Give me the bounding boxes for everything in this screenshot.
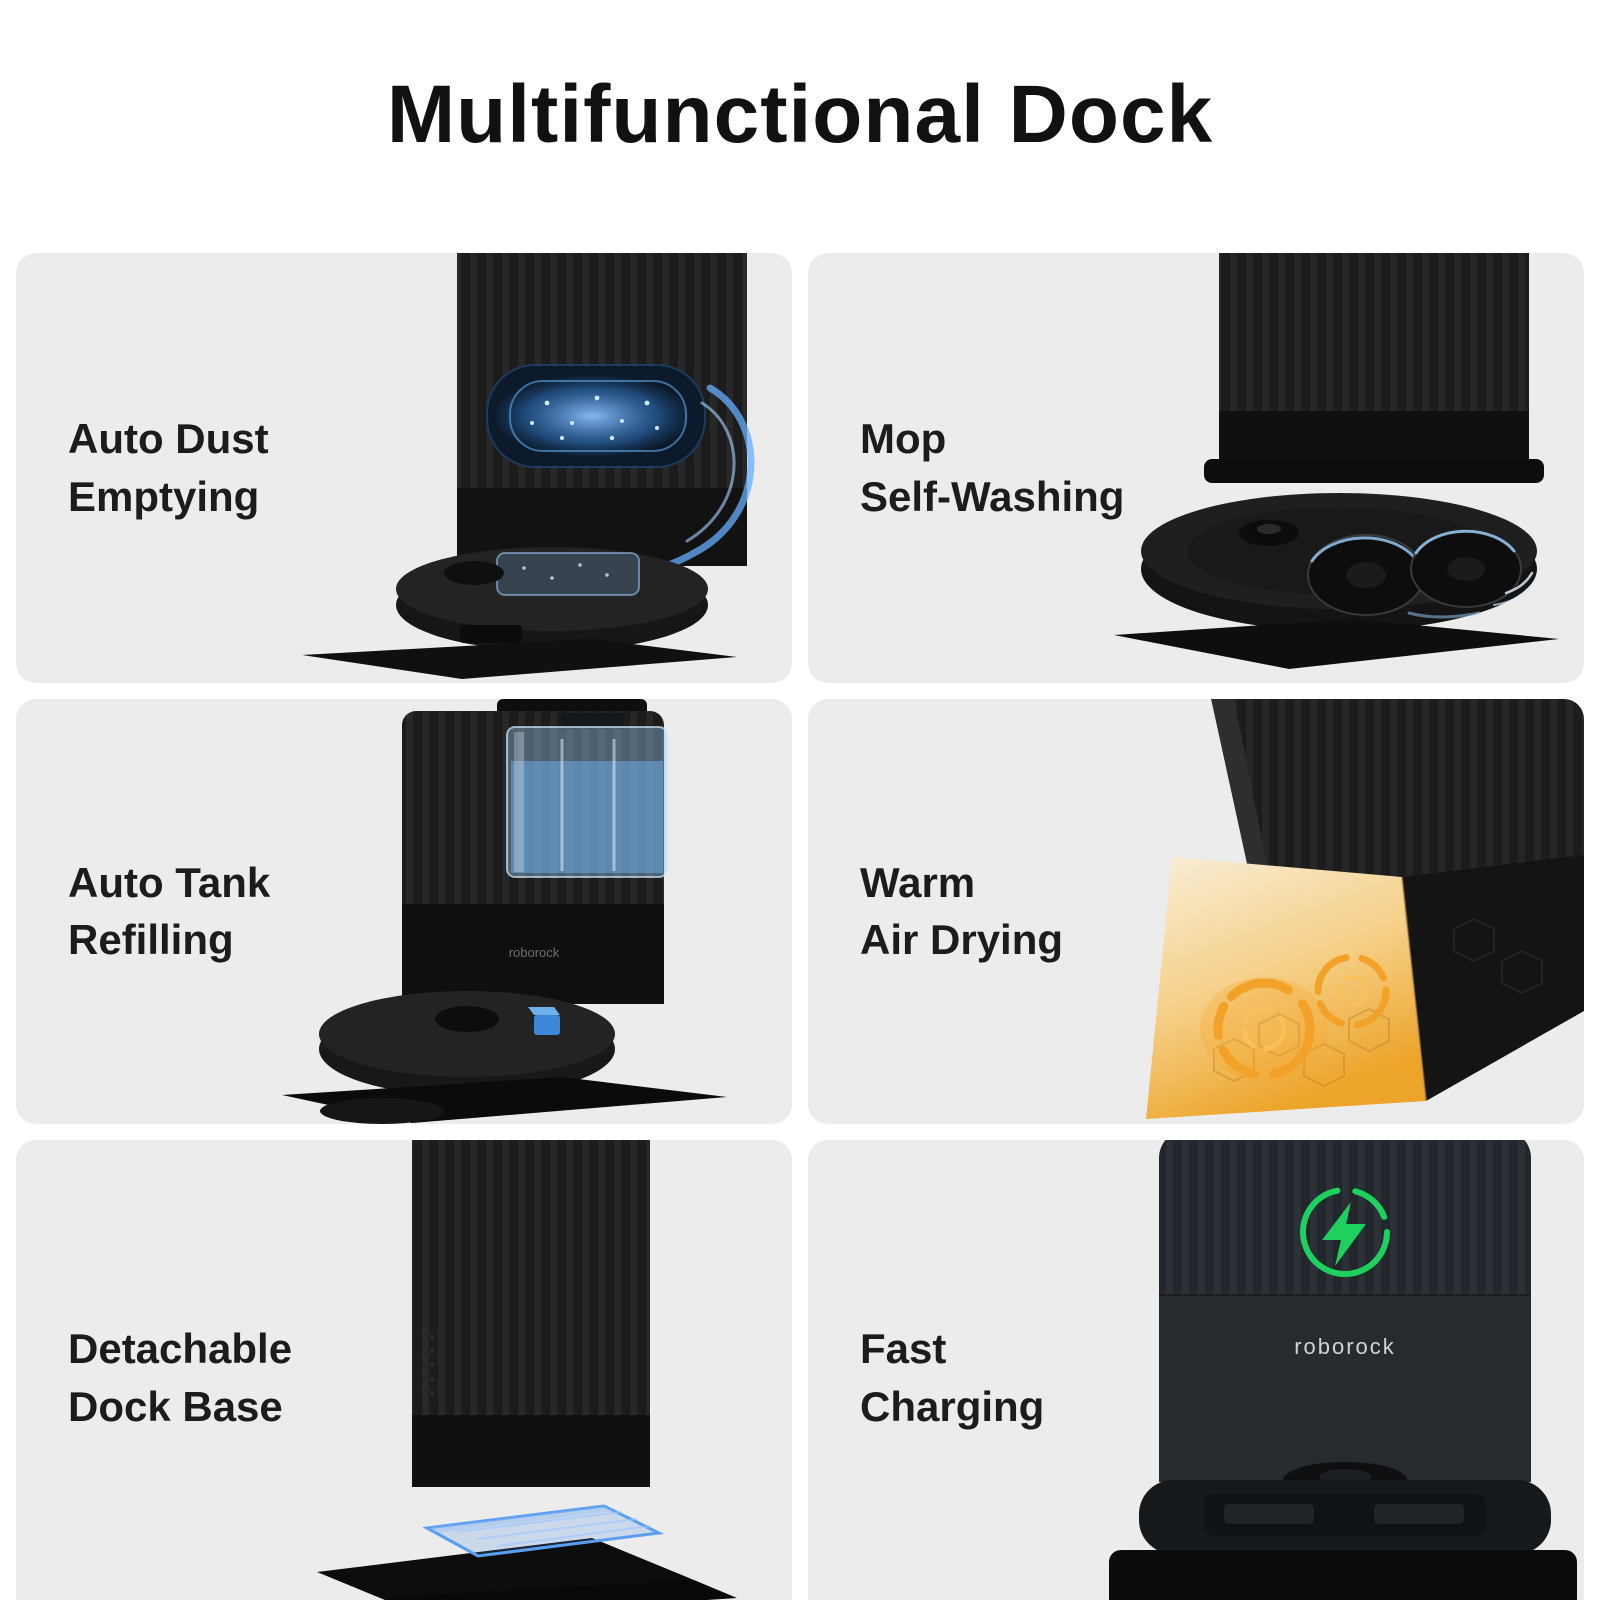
feature-label: Warm Air Drying — [860, 858, 1064, 964]
fast-charging-graphic: roborock — [1109, 1140, 1577, 1600]
mop-pad-slot — [320, 1098, 444, 1124]
dock-ramp — [317, 1538, 694, 1600]
charging-icon — [1300, 1187, 1390, 1277]
feature-grid: Auto Dust Emptying — [16, 253, 1584, 1600]
mop-pad-right — [1410, 529, 1535, 608]
page-title: Multifunctional Dock — [386, 69, 1214, 160]
feature-label: Auto Tank Refilling — [68, 858, 271, 964]
dust-airflow-graphic — [302, 253, 755, 679]
mop-pad-left — [1307, 534, 1425, 616]
brand-logo-text: roborock — [509, 945, 560, 960]
lidar-turret — [435, 1006, 499, 1032]
dock-baseplate — [1109, 1550, 1577, 1600]
robot-dustbin — [496, 552, 640, 596]
water-tank-graphic: roborock — [282, 699, 727, 1124]
feature-panel-warm-air-drying: Warm Air Drying — [808, 699, 1584, 1124]
feature-panel-fast-charging: Fast Charging roborock — [808, 1140, 1584, 1600]
brand-logo-text: roborock — [1294, 1334, 1396, 1359]
detachable-base-tray — [422, 1504, 665, 1558]
feature-panel-mop-self-washing: Mop Self-Washing — [808, 253, 1584, 683]
warm-air-graphic — [1146, 699, 1584, 1119]
feature-panel-auto-tank-refilling: Auto Tank Refilling — [16, 699, 792, 1124]
feature-label: Auto Dust Emptying — [68, 415, 269, 520]
dock-ramp — [302, 639, 737, 679]
dock-tower — [412, 1140, 650, 1480]
water-module — [528, 1007, 560, 1035]
feature-panel-auto-dust-emptying: Auto Dust Emptying — [16, 253, 792, 683]
mop-washing-graphic — [1114, 253, 1559, 669]
side-vent-dots — [422, 1328, 434, 1402]
warm-air-fan-right — [1314, 953, 1390, 1029]
feature-label: Detachable Dock Base — [68, 1325, 293, 1430]
dock-ramp — [1114, 619, 1559, 669]
warm-air-fan-left — [1213, 978, 1315, 1080]
feature-label: Fast Charging — [860, 1325, 1045, 1430]
lidar-turret — [444, 561, 504, 585]
dock-base-board — [1402, 855, 1584, 1101]
feature-label: Mop Self-Washing — [860, 415, 1125, 520]
dust-particles — [530, 395, 659, 441]
water-tank — [506, 726, 668, 878]
feature-panel-detachable-dock-base: Detachable Dock Base — [16, 1140, 792, 1600]
dock-base-tray-graphic — [317, 1140, 737, 1600]
